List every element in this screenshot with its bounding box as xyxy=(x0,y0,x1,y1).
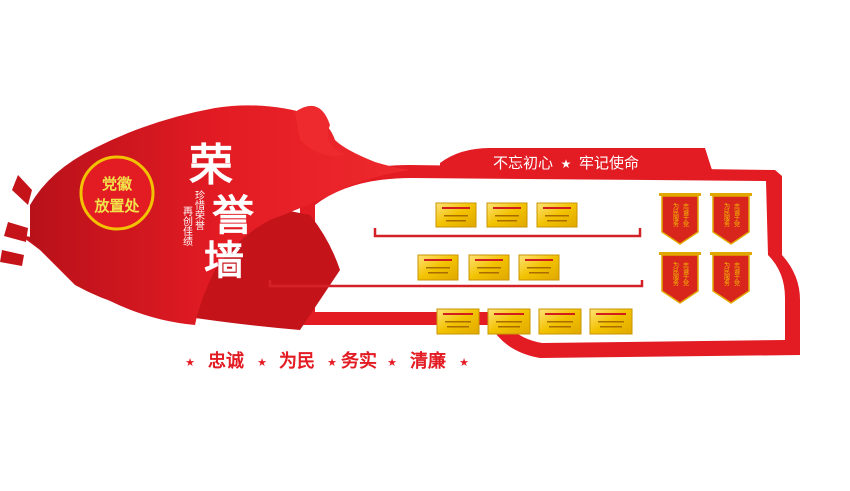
plaque xyxy=(468,254,510,281)
badge-line2: 放置处 xyxy=(93,197,140,215)
slogan-star: ★ xyxy=(185,356,195,369)
pennant: 忠诚于党 为民服务 xyxy=(710,193,752,245)
bottom-slogan: ★ 忠诚 ★ 为民 ★ 务实 ★ 清廉 ★ xyxy=(185,350,469,372)
flag-tip xyxy=(295,105,345,156)
slogan-star: ★ xyxy=(257,356,267,369)
pennant-col-left: 为民服务 xyxy=(672,261,679,287)
shelf-2 xyxy=(268,280,644,288)
plaque xyxy=(435,202,477,228)
pennant-col-left: 为民服务 xyxy=(723,202,730,228)
pennant-col-left: 为民服务 xyxy=(672,202,679,228)
motto-line2: 再创佳绩 xyxy=(181,206,193,247)
plaque xyxy=(417,254,459,281)
pennant: 忠诚于党 为民服务 xyxy=(710,252,752,304)
plaques-row-2 xyxy=(417,254,560,281)
pennant: 忠诚于党 为民服务 xyxy=(659,252,701,304)
plaque xyxy=(589,308,633,335)
motto-block: 珍惜荣誉 再创佳绩 xyxy=(181,190,205,247)
title-char-2: 誉 xyxy=(212,191,255,240)
slogan-star: ★ xyxy=(459,356,469,369)
pennant-col-left: 为民服务 xyxy=(723,261,730,287)
flag-tail-2 xyxy=(4,222,28,242)
top-banner-shape xyxy=(440,148,712,170)
pennants: 忠诚于党 为民服务 忠诚于党 为民服务 忠诚于党 为民服务 忠诚于党 为民服务 xyxy=(659,193,752,304)
plaque xyxy=(486,202,528,228)
emblem-badge: 党徽 放置处 xyxy=(79,155,155,231)
plaque xyxy=(518,254,560,281)
banner-right: 牢记使命 xyxy=(579,154,639,172)
pennant-col-right: 忠诚于党 xyxy=(733,261,740,287)
title-char-1: 荣 xyxy=(189,140,233,191)
emblem-circle xyxy=(79,155,155,231)
pennant-col-right: 忠诚于党 xyxy=(682,202,689,228)
plaque xyxy=(538,308,582,335)
plaque xyxy=(436,308,480,335)
shelf-1 xyxy=(373,228,642,238)
slogan-star: ★ xyxy=(387,356,397,369)
badge-line1: 党徽 xyxy=(102,175,133,193)
slogan-word-2: 为民 xyxy=(279,350,315,372)
top-banner: 不忘初心 ★ 牢记使命 xyxy=(493,154,639,172)
slogan-star: ★ xyxy=(327,356,337,369)
pennant-col-right: 忠诚于党 xyxy=(733,202,740,228)
slogan-word-3: 务实 xyxy=(341,350,377,372)
title-block: 荣 誉 墙 xyxy=(189,140,255,284)
plaques-row-3 xyxy=(436,308,633,335)
title-char-3: 墙 xyxy=(204,238,244,284)
plaque xyxy=(487,308,531,335)
slogan-word-4: 清廉 xyxy=(410,350,446,372)
motto-line1: 珍惜荣誉 xyxy=(193,190,205,230)
banner-star: ★ xyxy=(561,157,572,171)
slogan-word-1: 忠诚 xyxy=(208,351,244,372)
pennant: 忠诚于党 为民服务 xyxy=(659,193,701,245)
plaques-row-1 xyxy=(435,202,578,228)
flag-tail-1 xyxy=(12,175,32,205)
plaque xyxy=(536,202,578,228)
flag-tail-3 xyxy=(0,250,24,266)
shelves xyxy=(268,228,644,288)
pennant-col-right: 忠诚于党 xyxy=(682,261,689,287)
banner-left: 不忘初心 xyxy=(493,154,553,172)
